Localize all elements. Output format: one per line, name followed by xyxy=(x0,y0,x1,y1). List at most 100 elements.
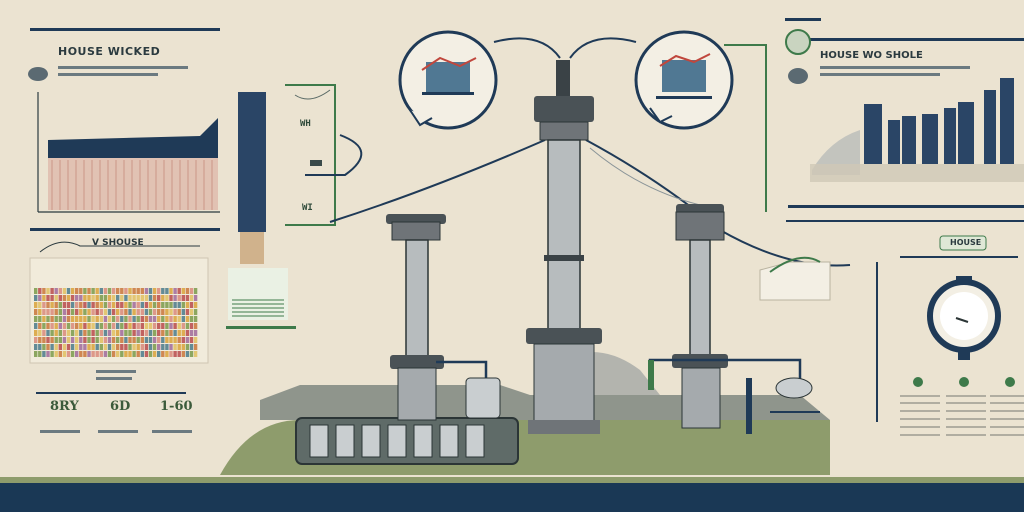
heatmap-cell xyxy=(144,309,149,315)
heatmap-cell xyxy=(124,302,128,308)
heatmap-cell xyxy=(157,288,161,294)
heatmap-cell xyxy=(165,323,169,329)
heatmap-cell xyxy=(185,302,190,308)
heatmap-cell xyxy=(157,323,161,329)
heatmap-cell xyxy=(99,323,103,329)
heatmap-cell xyxy=(83,323,87,329)
heatmap-cell xyxy=(58,316,62,322)
heatmap-cell xyxy=(99,316,103,322)
heatmap-cell xyxy=(120,330,124,336)
callout-bubble-right xyxy=(634,30,734,130)
heatmap-cell xyxy=(38,316,42,322)
heatmap-cell xyxy=(34,323,38,329)
heatmap-cell xyxy=(46,323,50,329)
pylon-left xyxy=(386,214,446,421)
heatmap-cell xyxy=(157,309,161,315)
heatmap-cell xyxy=(62,337,67,343)
heatmap-cell xyxy=(136,316,140,322)
heatmap-cell xyxy=(103,302,108,308)
heatmap-cell xyxy=(42,309,46,315)
heatmap-cell xyxy=(103,316,108,322)
heatmap-cell xyxy=(34,337,38,343)
heatmap-cell xyxy=(169,295,173,301)
heatmap-cell xyxy=(75,351,79,357)
heatmap-cell xyxy=(136,302,140,308)
heatmap-cell xyxy=(193,344,198,350)
heatmap-cell xyxy=(181,323,185,329)
heatmap-cell xyxy=(120,344,124,350)
heatmap-cell xyxy=(95,330,99,336)
heatmap-cell xyxy=(132,337,136,343)
heatmap-cell xyxy=(46,330,50,336)
heatmap-cell xyxy=(95,309,99,315)
heatmap-cell xyxy=(177,337,181,343)
connector-loop-left xyxy=(305,134,363,176)
heatmap-cell xyxy=(95,323,99,329)
heatmap-cell xyxy=(136,323,140,329)
heatmap-cell xyxy=(58,302,62,308)
stat-value-3: 1-60 xyxy=(160,399,193,414)
heatmap-cell xyxy=(193,330,198,336)
heatmap-cell xyxy=(181,316,185,322)
heatmap-cell xyxy=(107,309,112,315)
heatmap-cell xyxy=(42,302,46,308)
heatmap-cell xyxy=(120,337,124,343)
cable-right xyxy=(585,139,851,267)
heatmap-cell xyxy=(116,295,120,301)
heatmap-cell xyxy=(87,323,91,329)
right-device-panel xyxy=(759,261,831,301)
heatmap-cell xyxy=(111,323,116,329)
heatmap-cell xyxy=(34,351,38,357)
heatmap-cell xyxy=(128,330,132,336)
heatmap-cell xyxy=(116,302,120,308)
heatmap-cell xyxy=(38,337,42,343)
heatmap-cell xyxy=(181,295,185,301)
bracket-chip xyxy=(310,160,322,166)
heatmap-cell xyxy=(70,295,75,301)
heatmap-cell xyxy=(173,309,177,315)
green-bracket xyxy=(285,84,336,226)
heatmap-cell xyxy=(99,344,103,350)
heatmap-cell xyxy=(83,337,87,343)
heatmap-cell xyxy=(42,337,46,343)
bar-shadow-block xyxy=(240,232,264,264)
heatmap-cell xyxy=(165,295,169,301)
heatmap-cell xyxy=(136,295,140,301)
heatmap-cell xyxy=(132,288,136,294)
heatmap-cell xyxy=(87,351,91,357)
heatmap-cell xyxy=(111,295,116,301)
heatmap-cell xyxy=(79,351,83,357)
heatmap-cell xyxy=(99,295,103,301)
stat-value-1: 8RY xyxy=(50,399,79,414)
green-leader-line xyxy=(724,44,767,212)
heatmap-cell xyxy=(58,337,62,343)
heatmap-cell xyxy=(46,344,50,350)
cable-right-thin xyxy=(589,147,701,206)
heatmap-cell xyxy=(62,323,67,329)
heatmap-cell xyxy=(38,295,42,301)
heatmap-cell xyxy=(173,295,177,301)
heatmap-cell xyxy=(177,323,181,329)
pressure-gauge xyxy=(927,276,1001,360)
wire-bubble-left xyxy=(493,37,561,59)
left-area-chart xyxy=(37,92,220,213)
heatmap-cell xyxy=(111,309,116,315)
bracket-curve xyxy=(294,89,331,100)
heatmap-cell xyxy=(42,295,46,301)
heatmap-cell xyxy=(189,337,194,343)
heatmap-cell xyxy=(185,337,190,343)
heatmap-cell xyxy=(148,288,153,294)
heatmap-cell xyxy=(189,302,194,308)
heatmap-cell xyxy=(185,344,190,350)
wire-bubble-right xyxy=(569,37,637,59)
heatmap-cell xyxy=(34,288,38,294)
heatmap-cell xyxy=(140,295,144,301)
heatmap-cell xyxy=(91,351,95,357)
heatmap-cell xyxy=(157,302,161,308)
heatmap-cell xyxy=(75,295,79,301)
top-rule-right xyxy=(785,18,821,21)
heatmap-cell xyxy=(46,302,50,308)
heatmap-cell xyxy=(70,351,75,357)
heatmap-cell xyxy=(169,309,173,315)
heatmap-cell xyxy=(103,288,108,294)
